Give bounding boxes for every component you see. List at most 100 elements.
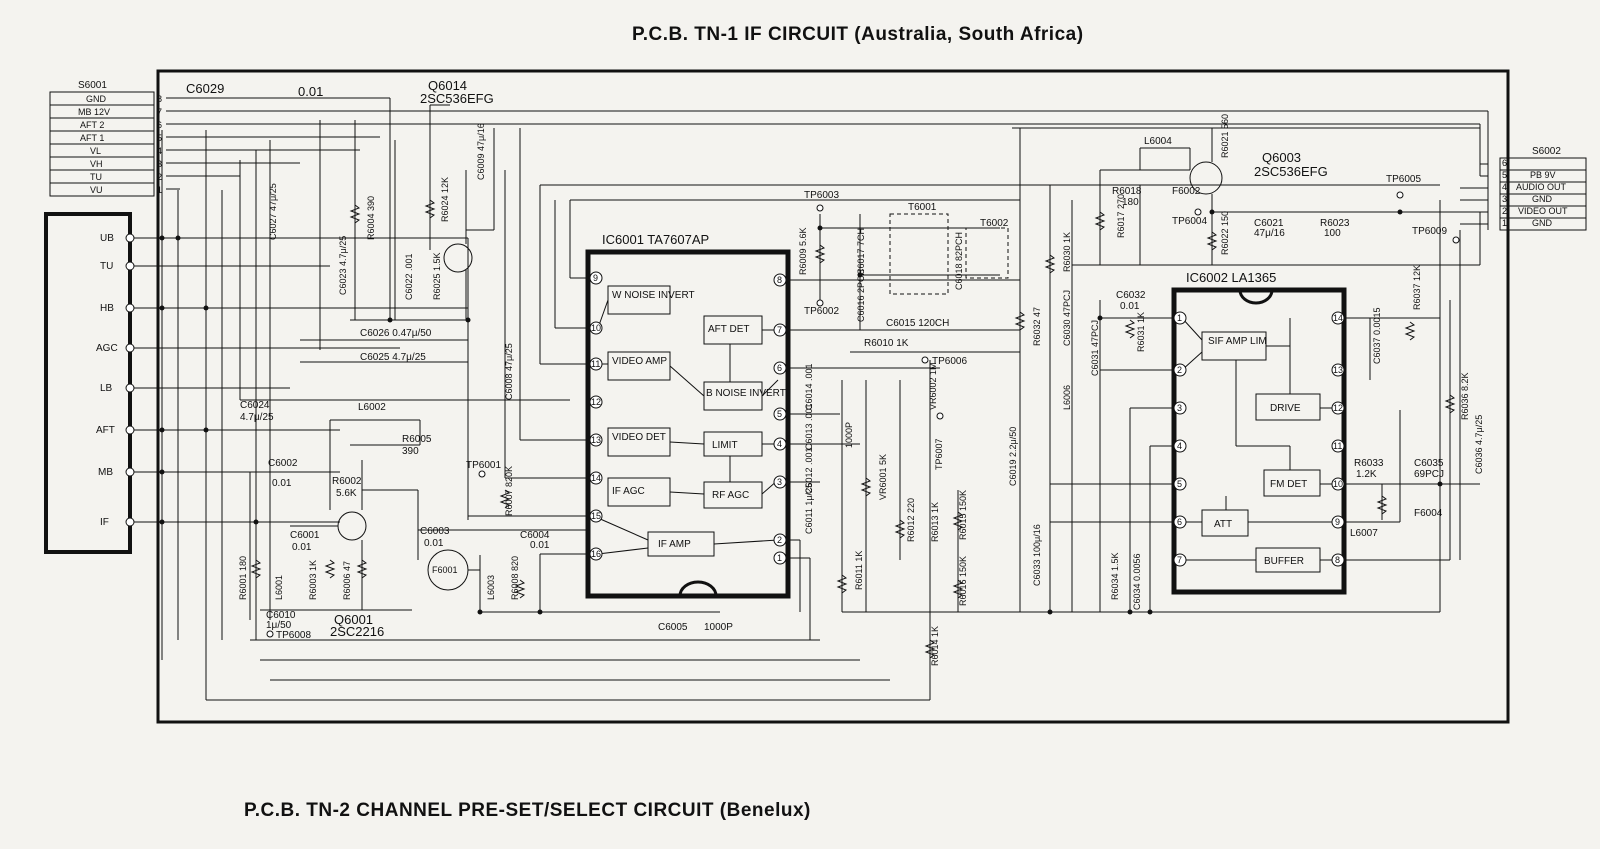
ic6001-pin3: 3 xyxy=(777,477,782,487)
ic6002-pin1: 1 xyxy=(1177,313,1182,323)
ic6002-pin11: 11 xyxy=(1333,441,1342,451)
r6004-label: R6004 390 xyxy=(366,196,376,240)
s6001-label: S6001 xyxy=(78,80,107,91)
s6001-pin8-signal: GND xyxy=(86,94,107,104)
c6037-label: C6037 0.0015 xyxy=(1372,307,1382,364)
r6013-label: R6013 1K xyxy=(930,502,940,542)
tp6001-label: TP6001 xyxy=(466,460,501,471)
q6003-label: Q6003 xyxy=(1262,150,1301,165)
r6023-label: R6023 xyxy=(1320,218,1350,229)
s6001-pin5-signal: AFT 1 xyxy=(80,133,104,143)
tp6005-label: TP6005 xyxy=(1386,174,1421,185)
transformer-t6001 xyxy=(889,213,949,295)
c6033-label: C6033 100μ/16 xyxy=(1032,524,1042,586)
tuner-agc: AGC xyxy=(96,343,118,354)
s6001-pin3-signal: VH xyxy=(90,159,103,169)
s6002-pin4-signal: AUDIO OUT xyxy=(1516,182,1567,192)
l6001-label: L6001 xyxy=(274,575,284,600)
ic6002-pin12: 12 xyxy=(1333,403,1343,413)
ic6002-pin7: 7 xyxy=(1177,555,1182,565)
ic6001-pin15: 15 xyxy=(591,511,601,521)
tp6002-label: TP6002 xyxy=(804,306,839,317)
c6026-label: C6026 0.47μ/50 xyxy=(360,328,432,339)
c6011-label: C6011 1μ/25 xyxy=(804,483,814,534)
f6004-label: F6004 xyxy=(1414,508,1443,519)
tuner-block xyxy=(44,212,132,554)
c6036-label: C6036 4.7μ/25 xyxy=(1474,415,1484,474)
c6035-value: 69PCJ xyxy=(1414,469,1444,480)
ic6001-pin4: 4 xyxy=(777,439,782,449)
c6004-value: 0.01 xyxy=(530,540,550,551)
ic6002-att-text: ATT xyxy=(1214,519,1232,530)
ic6002-drive-text: DRIVE xyxy=(1270,403,1301,414)
c6001-label: C6001 xyxy=(290,530,320,541)
ic6001-w-noise-text: W NOISE INVERT xyxy=(612,290,695,301)
r6031-label: R6031 1K xyxy=(1136,312,1146,352)
r6037-label: R6037 12K xyxy=(1412,265,1422,310)
c6001-value: 0.01 xyxy=(292,542,312,553)
ic6002-body xyxy=(1171,287,1347,595)
ic6001-pin8: 8 xyxy=(777,275,782,285)
r6003-label: R6003 1K xyxy=(308,560,318,600)
ic6001-pin5: 5 xyxy=(777,409,782,419)
s6002-pin5-num: 5 xyxy=(1502,170,1507,180)
r6021-label: R6021 560 xyxy=(1220,114,1230,158)
c6021-value: 47μ/16 xyxy=(1254,228,1285,239)
s6001-pin4-num: 4 xyxy=(157,146,162,156)
c6031-label: C6031 47PCJ xyxy=(1090,320,1100,376)
tuner-lb: LB xyxy=(100,383,113,394)
s6001-pin6-signal: AFT 2 xyxy=(80,120,104,130)
c6032-label: C6032 xyxy=(1116,290,1146,301)
s6002-pin4-num: 4 xyxy=(1502,182,1507,192)
ic6002-pin6: 6 xyxy=(1177,517,1182,527)
c6009-label: C6009 47μ/16 xyxy=(476,123,486,180)
c6002-value: 0.01 xyxy=(272,478,292,489)
ic6001-aft-det-text: AFT DET xyxy=(708,324,749,335)
ic6001-b-noise-text: B NOISE INVERT xyxy=(706,388,786,399)
r6025-label: R6025 1.5K xyxy=(432,252,442,300)
c6025-label: C6025 4.7μ/25 xyxy=(360,352,426,363)
transistor-q6003 xyxy=(1189,161,1223,195)
ic6001-pin6: 6 xyxy=(777,363,782,373)
transistor-q6001 xyxy=(337,511,367,541)
c6014-label: C6014 .001 xyxy=(804,363,814,410)
pcb-outline xyxy=(156,69,1510,724)
s6002-pin5-signal: PB 9V xyxy=(1530,170,1556,180)
c6021-label: C6021 xyxy=(1254,218,1284,229)
c6008-label: C6008 47μ/25 xyxy=(504,343,514,400)
ic6002-pin9: 9 xyxy=(1335,517,1340,527)
f6001-label: F6001 xyxy=(432,565,458,575)
c6010-label: C6010 xyxy=(266,610,296,621)
tuner-if: IF xyxy=(100,517,109,528)
ic6002-buffer-text: BUFFER xyxy=(1264,556,1304,567)
r6017-label: R6017 270 xyxy=(1116,194,1126,238)
q6003-type: 2SC536EFG xyxy=(1254,164,1328,179)
tp6003-label: TP6003 xyxy=(804,190,839,201)
ic6001-if-amp-text: IF AMP xyxy=(658,539,691,550)
s6002-label: S6002 xyxy=(1532,146,1561,157)
ic6002-pin10: 10 xyxy=(1333,479,1343,489)
ic6001-pin12: 12 xyxy=(591,397,601,407)
f6002-label: F6002 xyxy=(1172,186,1201,197)
c6012-label: C6012 .001 xyxy=(804,447,814,494)
r6002-value: 5.6K xyxy=(336,488,357,499)
r6007-label: R6007 820K xyxy=(504,466,514,516)
c6002-label: C6002 xyxy=(268,458,298,469)
l6006-label: L6006 xyxy=(1062,385,1072,410)
s6001-pin7-num: 7 xyxy=(157,107,162,117)
r6032-label: R6032 47 xyxy=(1032,307,1042,346)
l6007-label: L6007 xyxy=(1350,528,1378,539)
r6005-label: R6005 xyxy=(402,434,432,445)
r6012-label: R6012 220 xyxy=(906,498,916,542)
q6001-type: 2SC2216 xyxy=(330,624,384,639)
r6011-label: R6011 1K xyxy=(854,551,864,590)
s6002-pin2-signal: VIDEO OUT xyxy=(1518,206,1568,216)
ic6002-sif-amp-text: SIF AMP LIM xyxy=(1208,336,1267,347)
r6022-label: R6022 150 xyxy=(1220,211,1230,255)
l6002-label: L6002 xyxy=(358,402,386,413)
r6009-label: R6009 5.6K xyxy=(798,227,808,275)
tp6006-label: TP6006 xyxy=(932,356,967,367)
s6001-pin1-num: 1 xyxy=(157,185,162,195)
c6004-label: C6004 xyxy=(520,530,550,541)
circuit-title: P.C.B. TN-1 IF CIRCUIT (Australia, South… xyxy=(632,24,1084,45)
